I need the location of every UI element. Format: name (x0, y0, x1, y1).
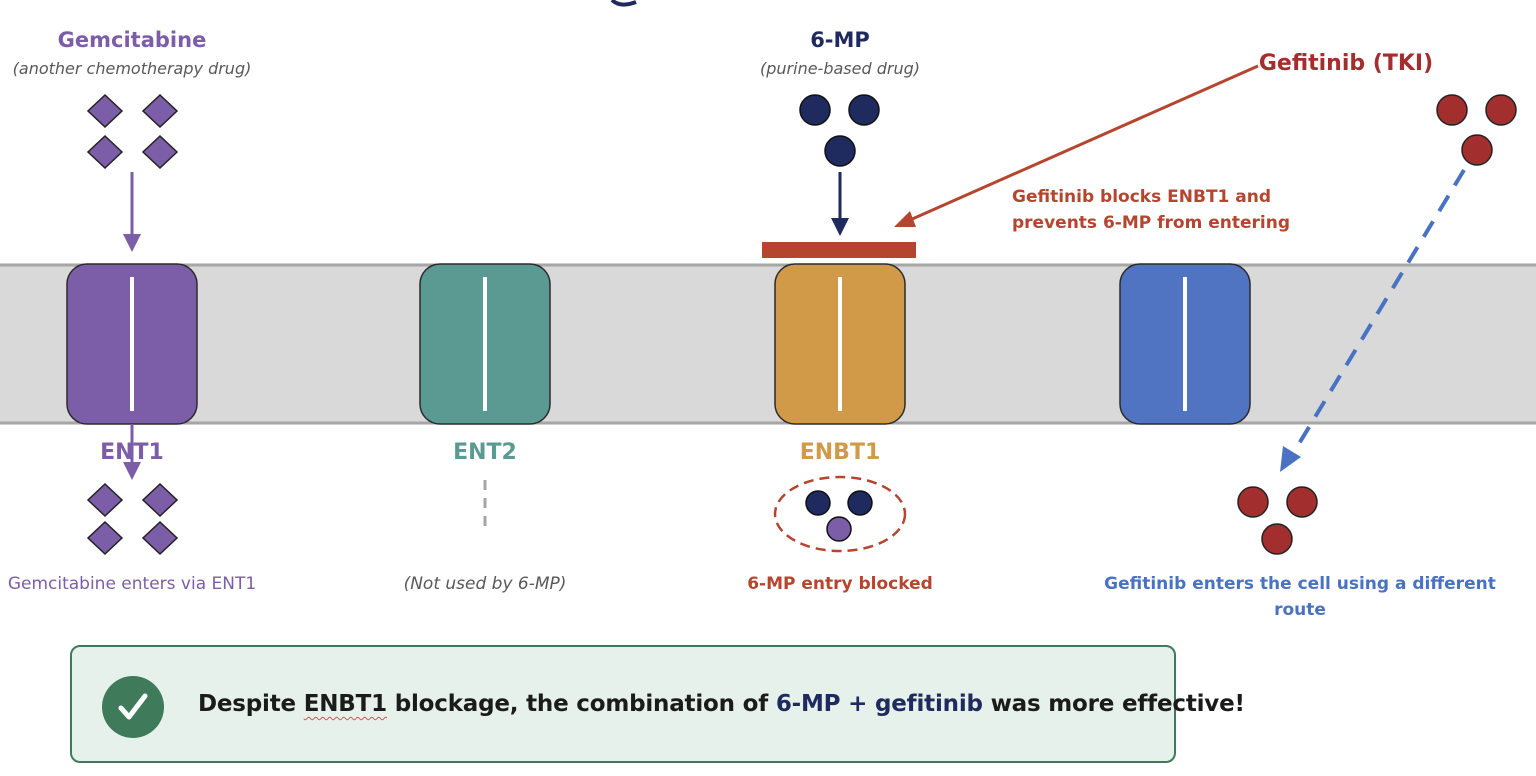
enbt1-transporter (774, 263, 906, 425)
conclusion-text-end: was more effective! (982, 691, 1245, 717)
cell-membrane (0, 263, 1536, 425)
gefitinib-molecule (1461, 134, 1493, 166)
mp6-molecule (824, 135, 856, 167)
gemcitabine-diamond (86, 520, 124, 556)
gefitinib-molecule (1436, 94, 1468, 126)
gefitinib-outcome-line2: route (1274, 600, 1326, 620)
gefitinib-molecule (1237, 486, 1269, 518)
ent2-outcome-text: (Not used by 6-MP) (404, 574, 567, 594)
blocked-molecules-group (773, 475, 907, 553)
mp6-title: 6-MP (810, 28, 870, 52)
enbt1-outcome-text: 6-MP entry blocked (747, 574, 933, 594)
purple-molecule (826, 516, 852, 542)
conclusion-enbt1: ENBT1 (303, 691, 387, 717)
gefitinib-annotation-line1: Gefitinib blocks ENBT1 and (1012, 187, 1271, 207)
mp6-molecule (848, 94, 880, 126)
gefitinib-block-arrow (894, 64, 1259, 227)
gefitinib-outcome-line1: Gefitinib enters the cell using a differ… (1104, 574, 1496, 594)
gefitinib-title: Gefitinib (TKI) (1259, 51, 1433, 76)
mp6-molecule (799, 94, 831, 126)
title-fragment (610, 0, 637, 7)
gemcitabine-title: Gemcitabine (58, 28, 207, 52)
ent1-label: ENT1 (100, 440, 164, 465)
conclusion-callout: Despite ENBT1 blockage, the combination … (70, 645, 1245, 763)
gemcitabine-diamond (141, 93, 179, 129)
gefitinib-molecules-outside (1436, 94, 1517, 166)
gefitinib-molecules-inside (1237, 486, 1318, 555)
conclusion-text: Despite ENBT1 blockage, the combination … (198, 691, 1245, 717)
mp6-molecule (805, 490, 831, 516)
gefitinib-molecule (1485, 94, 1517, 126)
blue-transporter (1119, 263, 1251, 425)
mp6-subtitle: (purine-based drug) (760, 59, 920, 78)
gemcitabine-diamond (86, 134, 124, 170)
mp6-molecules-outside (799, 94, 880, 167)
ent1-outcome-text: Gemcitabine enters via ENT1 (8, 574, 256, 594)
ent2-transporter (419, 263, 551, 425)
conclusion-combination: 6-MP + gefitinib (775, 691, 983, 717)
gefitinib-molecule (1261, 523, 1293, 555)
gemcitabine-molecules-outside (86, 93, 179, 170)
gemcitabine-subtitle: (another chemotherapy drug) (13, 59, 252, 78)
ent1-transporter (66, 263, 198, 425)
check-icon (102, 676, 164, 738)
ent2-label: ENT2 (453, 440, 517, 465)
gemcitabine-diamond (86, 93, 124, 129)
conclusion-text-start: Despite (198, 691, 304, 717)
gefitinib-blocking-bar (762, 242, 916, 258)
conclusion-text-middle: blockage, the combination of (386, 691, 776, 717)
gemcitabine-diamond (141, 482, 179, 518)
gemcitabine-diamond (141, 134, 179, 170)
gemcitabine-diamond (141, 520, 179, 556)
gefitinib-molecule (1286, 486, 1318, 518)
gemcitabine-arrow (123, 172, 141, 480)
gemcitabine-molecules-inside (86, 482, 179, 556)
mp6-molecule (847, 490, 873, 516)
gefitinib-annotation-line2: prevents 6-MP from entering (1012, 213, 1290, 233)
enbt1-label: ENBT1 (800, 440, 881, 465)
mp6-arrow (831, 172, 849, 236)
gefitinib-alternate-route-arrow (1280, 168, 1466, 472)
gemcitabine-diamond (86, 482, 124, 518)
